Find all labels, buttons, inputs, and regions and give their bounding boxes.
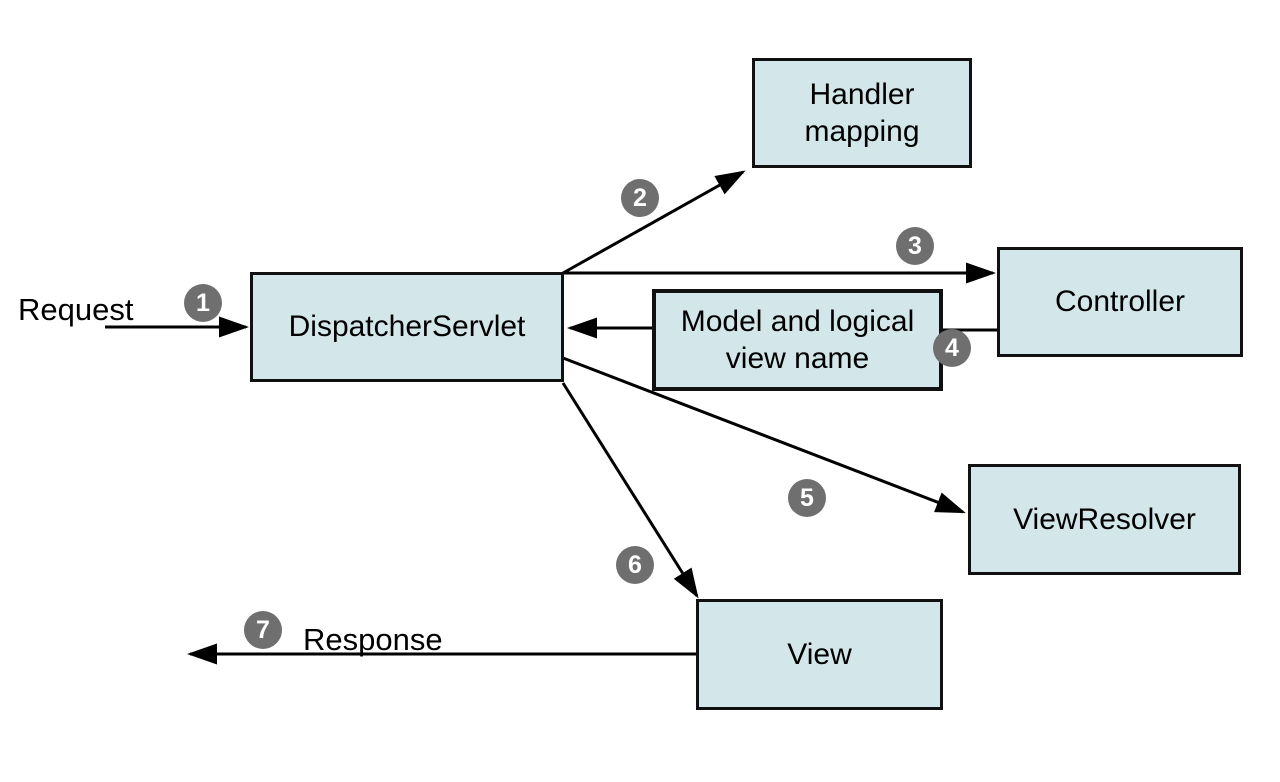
node-dispatcher-servlet-label: DispatcherServlet <box>288 310 526 344</box>
arrow-step-2 <box>562 170 746 275</box>
node-handler-mapping-label: Handler mapping <box>804 77 920 149</box>
node-controller: Controller <box>997 247 1243 357</box>
step-badge-7: 7 <box>244 611 282 649</box>
step-badge-2: 2 <box>621 179 659 217</box>
step-badge-3: 3 <box>896 227 934 265</box>
node-model-and-logical-view-name-label: Model and logical view name <box>680 304 915 376</box>
arrow-step-5 <box>562 356 966 514</box>
response-label: Response <box>303 622 443 657</box>
node-model-and-logical-view-name: Model and logical view name <box>652 289 943 391</box>
arrow-step-6 <box>561 382 699 599</box>
step-badge-4: 4 <box>933 329 971 367</box>
request-label: Request <box>18 292 134 327</box>
node-view-resolver-label: ViewResolver <box>1013 502 1196 536</box>
node-dispatcher-servlet: DispatcherServlet <box>250 272 564 382</box>
step-badge-6: 6 <box>616 546 654 584</box>
node-handler-mapping: Handler mapping <box>752 58 972 168</box>
step-badge-5: 5 <box>788 479 826 517</box>
node-view-label: View <box>787 637 852 671</box>
step-badge-1: 1 <box>184 284 222 322</box>
node-controller-label: Controller <box>1054 285 1186 319</box>
node-view-resolver: ViewResolver <box>968 464 1241 575</box>
node-view: View <box>696 599 943 710</box>
